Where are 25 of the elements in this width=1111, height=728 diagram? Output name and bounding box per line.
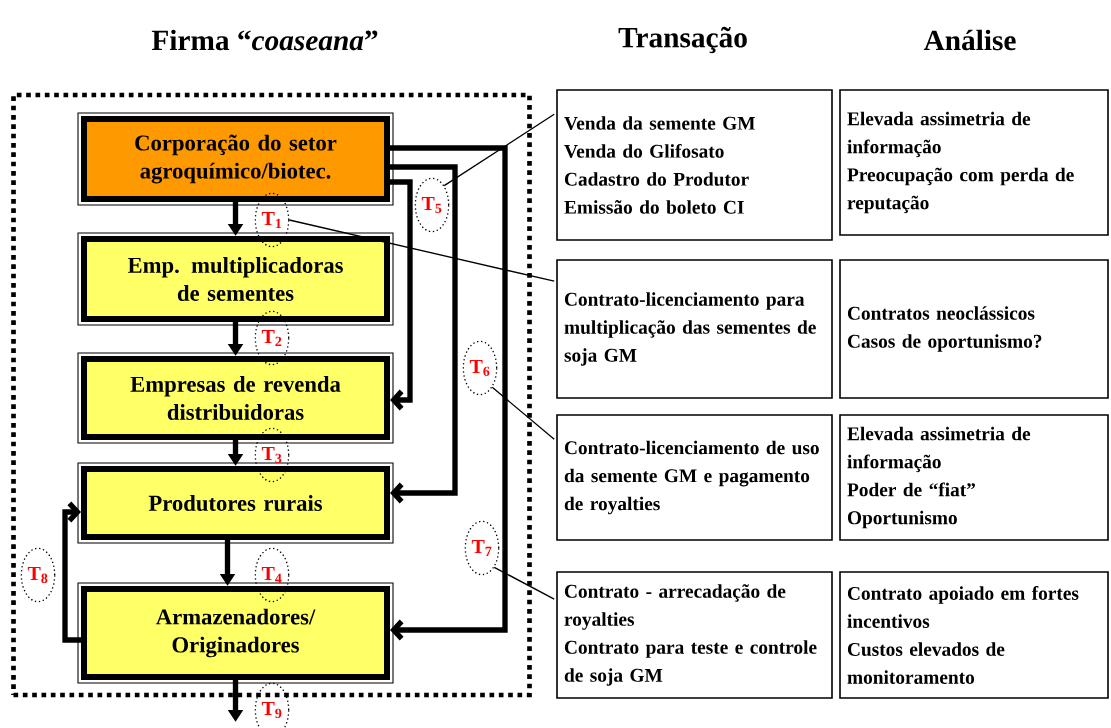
arrow (390, 179, 413, 411)
text-box: Contratos neoclássicos Casos de oportunismo? (839, 259, 1109, 399)
text-box: Elevada assimetria de informação Preocupação com perda de reputação (839, 89, 1109, 236)
process-box: Emp. multiplicadoras de sementes (77, 232, 394, 326)
text-box: Elevada assimetria de informação Poder de “fiat” Oportunismo (839, 414, 1109, 541)
column-heading: Firma “coaseana” (151, 29, 378, 51)
leader-line (491, 386, 555, 440)
process-box: Empresas de revenda distribuidoras (77, 352, 394, 444)
column-heading: Transação (618, 26, 747, 54)
leader-line (443, 113, 555, 187)
arrow (62, 501, 81, 643)
process-box: Corporação do setor agroquímico/biotec. (77, 112, 394, 206)
arrow (390, 164, 458, 504)
dotted-frame (11, 92, 532, 698)
leader-line (288, 219, 555, 282)
process-box: Armazenadores/ Originadores (77, 582, 394, 684)
text-box: Contrato-licenciamento de uso da semente GM e pagamento de royalties (556, 414, 833, 541)
leader-line (493, 566, 555, 600)
text-box: Contrato apoiado em fortes incentivos Custos elevados de monitoramento (839, 571, 1109, 699)
text-box: Venda da semente GM Venda do Glifosato Cadastro do Produtor Emissão do boleto CI (556, 89, 833, 241)
arrow (390, 145, 508, 641)
text-box: Contrato-licenciamento para multiplicação das sementes de soja GM (556, 259, 833, 399)
process-box: Produtores rurais (77, 462, 394, 544)
text-box: Contrato - arrecadação de royalties Contrato para teste e controle de soja GM (556, 571, 833, 699)
column-heading: Análise (923, 29, 1016, 51)
